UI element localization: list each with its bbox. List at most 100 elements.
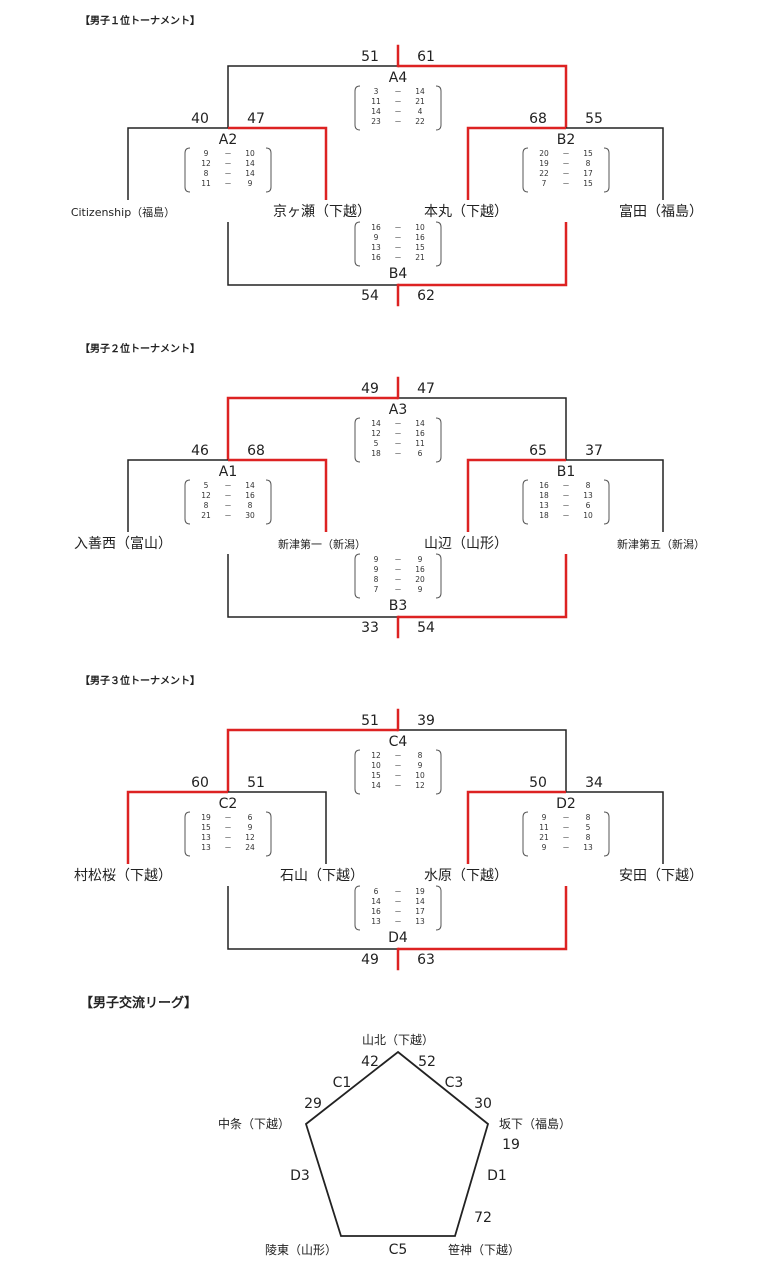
set-score-dash: － <box>562 149 570 158</box>
league-match-c3-code: C3 <box>445 1075 464 1091</box>
left-semi-left-score: 40 <box>191 111 209 127</box>
set-score-dash: － <box>562 491 570 500</box>
bottom-final-left-line <box>227 222 398 286</box>
league-match-c1-score-top: 42 <box>361 1054 379 1070</box>
set-score-dash: － <box>394 223 402 232</box>
top-final-right-score: 39 <box>417 713 435 729</box>
bottom-final-left-line <box>227 886 398 950</box>
set-score-left: 16 <box>371 223 381 232</box>
set-score-right: 9 <box>248 179 253 188</box>
set-score-left: 14 <box>371 419 381 428</box>
set-score-left: 13 <box>201 843 211 852</box>
bottom-final-left-score: 33 <box>361 620 379 636</box>
set-score-right: 9 <box>248 823 253 832</box>
set-score-left: 21 <box>201 511 211 520</box>
set-score-dash: － <box>562 511 570 520</box>
set-score-left: 14 <box>371 781 381 790</box>
right-semi-right-score: 34 <box>585 775 603 791</box>
set-score-right: 22 <box>415 117 425 126</box>
set-score-dash: － <box>224 149 232 158</box>
right-semi-inner-line <box>466 458 566 532</box>
set-score-dash: － <box>224 179 232 188</box>
left-semi-right-score: 47 <box>247 111 265 127</box>
bracket-paren-left <box>522 147 529 193</box>
league-match-c3-score-top: 52 <box>418 1054 436 1070</box>
set-score-right: 8 <box>418 751 423 760</box>
tournament-2-title: 【男子２位トーナメント】 <box>80 344 200 355</box>
set-score-right: 24 <box>245 843 255 852</box>
left-semi-left-score: 60 <box>191 775 209 791</box>
set-score-left: 12 <box>371 751 381 760</box>
left-semi-inner-line <box>228 126 328 200</box>
left-semi-outer-line <box>127 127 228 200</box>
right-semi-outer-line <box>566 127 664 200</box>
bracket-paren-right <box>265 479 272 525</box>
bracket-paren-right <box>435 417 442 463</box>
right-semi-outer-line <box>566 791 664 864</box>
set-score-right: 11 <box>415 439 425 448</box>
set-score-dash: － <box>394 87 402 96</box>
league-team-upper-left: 中条（下越） <box>218 1116 290 1131</box>
top-final-left-line <box>227 65 398 128</box>
set-score-right: 16 <box>245 491 255 500</box>
bottom-final-right-line <box>398 886 568 951</box>
set-score-left: 8 <box>374 575 379 584</box>
set-score-left: 15 <box>201 823 211 832</box>
set-score-right: 5 <box>586 823 591 832</box>
set-score-left: 12 <box>201 159 211 168</box>
set-score-left: 11 <box>539 823 549 832</box>
team-label-1: Citizenship（福島） <box>71 205 175 219</box>
set-score-dash: － <box>394 781 402 790</box>
set-score-dash: － <box>394 97 402 106</box>
set-score-dash: － <box>562 501 570 510</box>
set-score-dash: － <box>562 823 570 832</box>
right-semi-left-score: 68 <box>529 111 547 127</box>
set-score-right: 14 <box>415 419 425 428</box>
set-score-left: 11 <box>371 97 381 106</box>
right-semi-right-score: 55 <box>585 111 603 127</box>
bracket-paren-left <box>184 147 191 193</box>
set-score-dash: － <box>394 243 402 252</box>
set-score-right: 8 <box>586 481 591 490</box>
right-semi-sets: 9－811－521－89－13 <box>522 811 610 857</box>
set-score-dash: － <box>562 169 570 178</box>
set-score-dash: － <box>562 481 570 490</box>
bracket-paren-right <box>435 749 442 795</box>
bottom-final-right-score: 54 <box>417 620 435 636</box>
right-semi-code: B1 <box>557 464 576 480</box>
set-score-left: 6 <box>374 887 379 896</box>
set-score-dash: － <box>394 253 402 262</box>
set-score-left: 21 <box>539 833 549 842</box>
set-score-right: 21 <box>415 253 425 262</box>
bracket-paren-left <box>522 479 529 525</box>
set-score-left: 3 <box>374 87 379 96</box>
bracket-paren-left <box>354 221 361 267</box>
set-score-dash: － <box>224 823 232 832</box>
set-score-right: 19 <box>415 887 425 896</box>
set-score-left: 22 <box>539 169 549 178</box>
bracket-paren-left <box>354 417 361 463</box>
left-semi-code: A1 <box>219 464 237 480</box>
team-label-3: 山辺（山形） <box>424 536 508 552</box>
set-score-left: 14 <box>371 897 381 906</box>
right-semi-left-score: 50 <box>529 775 547 791</box>
set-score-right: 14 <box>415 897 425 906</box>
set-score-dash: － <box>562 833 570 842</box>
bottom-final-code: D4 <box>388 930 408 946</box>
set-score-right: 9 <box>418 585 423 594</box>
left-semi-left-score: 46 <box>191 443 209 459</box>
set-score-dash: － <box>394 751 402 760</box>
top-final-right-line <box>398 397 567 460</box>
set-score-left: 10 <box>371 761 381 770</box>
set-score-left: 16 <box>539 481 549 490</box>
set-score-dash: － <box>394 419 402 428</box>
set-score-right: 8 <box>248 501 253 510</box>
set-score-dash: － <box>224 159 232 168</box>
bottom-final-right-line <box>398 222 568 287</box>
